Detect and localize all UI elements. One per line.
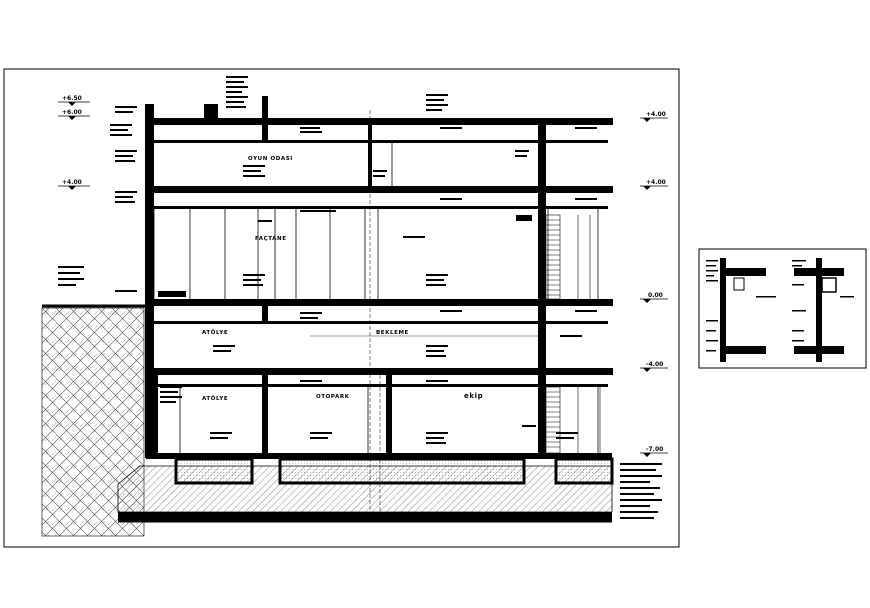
slab-m4 [145,368,613,375]
stair-lower [545,386,601,454]
slab-0 [145,299,613,306]
axis-lines [369,110,381,520]
footing-1 [174,457,254,485]
level-label-r3: 0.00 [648,292,663,299]
column-left [145,104,154,458]
slab-0b [148,321,608,324]
level-triangles [68,102,651,457]
room-label-atolye-1: ATÖLYE [202,329,228,336]
level-label-top1: +6.50 [62,95,82,102]
room-label-bekleme: BEKLEME [376,330,409,336]
room-label-otopark: OTOPARK [316,394,350,400]
level-label-mid: +4.00 [62,179,82,186]
sheet-frame [3,68,680,548]
level-label-top2: +6.00 [62,109,82,116]
room-label-ekip: ekip [464,392,483,400]
detail-frame [698,248,867,369]
level-label-r1: +4.00 [646,111,666,118]
footing-3 [554,457,614,485]
column-right [538,125,546,455]
roof-slab [145,118,613,125]
level-lines-right [640,117,668,454]
slab-4b [148,206,608,209]
basement-slab [146,453,612,459]
room-label-oyun-odasi: OYUN ODASI [248,156,293,162]
footing-2 [278,457,526,485]
interior-lines [153,143,599,453]
stair-upper [545,214,591,300]
level-label-r4: -4.00 [646,361,663,368]
annotation-blocks [58,76,662,519]
room-label-atolye-2: ATÖLYE [202,395,228,402]
slab-4 [145,186,613,193]
roof-beam [148,140,608,143]
slab-m4b [148,384,608,387]
foundation-base [118,512,612,522]
level-label-r5: -7.00 [646,446,663,453]
detail-drawing-left [706,258,776,362]
room-label-fabrika: FAÇTANE [255,236,287,242]
level-label-r2: +4.00 [646,179,666,186]
detail-drawing-right [792,258,854,362]
